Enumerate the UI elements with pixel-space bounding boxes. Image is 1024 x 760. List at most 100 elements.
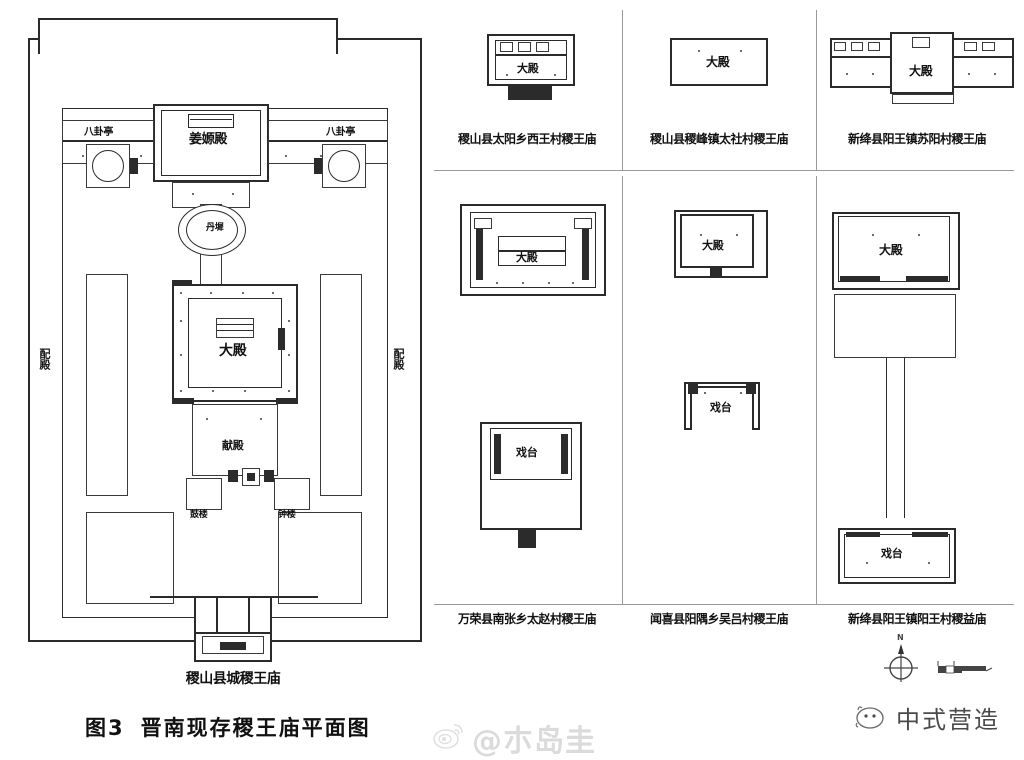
weibo-watermark: @朩岛圭 [432,716,596,760]
sp5-caption: 闻喜县阳隅乡吴吕村稷王庙 [649,612,789,626]
main-hall-south-pier-right [276,398,298,404]
sp4-stage-stair [518,530,536,548]
sp1-column-dot [554,74,556,76]
sp4-niche-left [474,218,492,229]
sp1-hall-label: 大殿 [517,62,539,75]
sp5-stage-dot [704,392,706,394]
sp6-stage-dot [866,562,868,564]
main-plan-caption: 稷山县城稷王庙 [185,671,281,687]
drum-tower-label: 鼓楼 [190,510,208,520]
sp6-column-dot [918,234,920,236]
sp4-stage-pier-left [494,434,501,474]
sp4-stage-label: 戏台 [516,446,538,459]
south-gate-cross [196,632,270,634]
sp3-hall-label: 大殿 [909,64,933,78]
corridor-column-dot [320,155,322,157]
sp6-hall-sill-right [906,276,948,281]
main-hall-shrine-line1 [217,324,253,326]
main-hall-label: 大殿 [219,343,247,359]
danchi-inner-circle [186,210,238,250]
courtyard-left-lower [86,512,174,604]
jiang-yuan-hall-altar [188,114,234,128]
corridor-column-dot [140,155,142,157]
sp3-main-niche [912,37,930,48]
main-hall-column-dot [180,390,182,392]
sp6-axis-left [886,358,888,518]
sp4-caption: 万荣县南张乡太赵村稷王庙 [457,612,597,626]
main-hall-column-dot [212,390,214,392]
main-hall-shrine-line2 [217,330,253,332]
sp3-front-platform [892,94,954,104]
gate-pier-right [264,470,274,482]
sp5-stage-inner [690,386,754,430]
grid-vline-4 [816,176,817,604]
main-hall-shrine [216,318,254,338]
south-gate-threshold [220,642,246,650]
figure-title: 晋南现存稷王庙平面图 [140,716,371,740]
drum-tower-base [186,478,222,510]
jiang-yuan-altar-line [190,119,232,120]
grid-vline-3 [622,176,623,604]
sp3-east-niche-2 [982,42,995,51]
north-corridor-right-line [269,140,387,142]
main-hall-column-dot [244,390,246,392]
sp3-west-rowline [831,56,891,58]
sp6-hall-sill-left [840,276,880,281]
small-plans-grid: 大殿 稷山县太阳乡西王村稷王庙 大殿 稷山县稷峰镇太社村稷王庙 大殿 [434,10,1014,630]
scale-bar [936,658,998,680]
sp1-platform [508,86,552,100]
courtyard-right-lower [278,512,362,604]
sp4-pier-right [582,226,589,280]
bagua-pavilion-left-label: 八卦亭 [84,127,114,138]
bagua-pavilion-right-label: 八卦亭 [326,127,356,138]
south-wall-left-stub [150,596,196,598]
corridor-column-dot [285,155,287,157]
main-hall-south-pier-left [172,398,194,404]
sp6-stage-dot [928,562,930,564]
sp6-stage-label: 戏台 [881,547,903,560]
sp5-stage-label: 戏台 [710,401,732,414]
sp1-niche-1 [500,42,513,52]
sp3-column-dot [968,73,970,75]
main-hall-inner [188,298,282,388]
grid-hline-1 [434,170,1014,171]
side-hall-left-label: 配殿 [38,348,51,370]
sp2-column-dot [740,50,742,52]
sp5-stage-dot [740,392,742,394]
bagua-pavilion-right-pier [314,158,322,174]
brand-logo: 中式营造 [855,700,1000,735]
sp5-column-dot [700,234,702,236]
sp3-west-niche-3 [868,42,880,51]
south-gate-div2 [248,598,250,634]
sp6-front-courtyard [834,294,956,358]
compass-north-label: N [897,633,904,642]
bell-tower-base [274,478,310,510]
sp1-niche-2 [518,42,531,52]
brand-name: 中式营造 [896,706,1000,734]
sp6-axis-right [904,358,906,518]
brand-mark-icon [855,701,887,735]
grid-vline-1 [622,10,623,170]
sp3-caption: 新绛县阳王镇苏阳村稷王庙 [847,132,987,146]
axial-column-dot [192,193,194,195]
sp1-column-dot [506,74,508,76]
main-hall-column-dot [288,354,290,356]
sp6-caption: 新绛县阳王镇阳王村稷益庙 [847,612,987,626]
offering-hall-label: 献殿 [222,439,244,452]
sp5-hall-threshold [710,268,722,278]
gate-center-dot [247,473,255,481]
sp2-hall-outer [670,38,768,86]
weibo-logo-icon [432,721,466,755]
sp4-shrine-line [499,250,565,252]
weibo-handle: @朩岛圭 [472,724,596,759]
sp4-stage-inner [490,428,572,480]
sp3-column-dot [994,73,996,75]
north-corridor-left-line [63,140,153,142]
sp4-column-dot [548,282,550,284]
bagua-pavilion-left-pier [130,158,138,174]
main-hall-column-dot [210,292,212,294]
sp3-west-niche-2 [851,42,863,51]
main-hall-east-pier [278,328,285,350]
main-hall-column-dot [272,292,274,294]
